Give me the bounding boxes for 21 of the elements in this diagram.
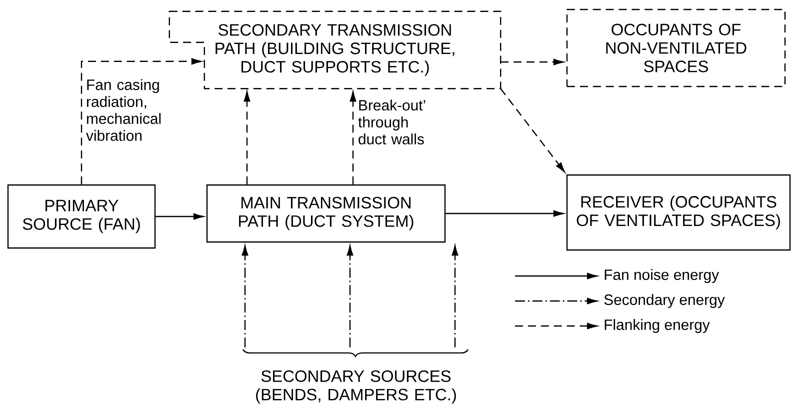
legend-label: Fan noise energy bbox=[604, 269, 719, 283]
arrow bbox=[500, 58, 564, 66]
dashed-box: SECONDARY TRANSMISSION PATH (BUILDING STRUCTURE, DUCT SUPPORTS ETC.) bbox=[168, 10, 502, 90]
legend-label: Secondary energy bbox=[604, 294, 725, 308]
arrow bbox=[346, 245, 354, 348]
arrow bbox=[80, 58, 202, 184]
arrow bbox=[242, 245, 248, 348]
legend-label: Flanking energy bbox=[604, 319, 710, 333]
edge-label: Break-out’ through duct walls bbox=[358, 100, 426, 144]
process-box: MAIN TRANSMISSION PATH (DUCT SYSTEM) bbox=[206, 184, 446, 243]
arrow bbox=[500, 88, 565, 172]
arrow bbox=[452, 245, 458, 348]
dashed-box: OCCUPANTS OF NON-VENTILATED SPACES bbox=[566, 8, 786, 88]
arrow bbox=[350, 91, 356, 184]
edge-label: Fan casing radiation, mechanical vibration bbox=[86, 79, 161, 141]
arrow bbox=[244, 91, 250, 184]
process-box: PRIMARY SOURCE (FAN) bbox=[7, 184, 156, 249]
arrow bbox=[446, 210, 564, 217]
arrow bbox=[156, 213, 204, 220]
process-box: RECEIVER (OCCUPANTS OF VENTILATED SPACES) bbox=[566, 174, 791, 251]
braced-label: SECONDARY SOURCES (BENDS, DAMPERS ETC.) bbox=[242, 349, 468, 404]
